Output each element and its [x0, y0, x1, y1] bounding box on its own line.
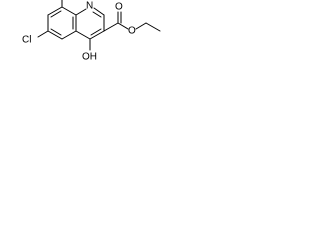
- bond-c8-c7: [47, 6, 63, 16]
- atom-label-carbonyl-oxygen: O: [115, 2, 123, 13]
- bond-c3-carbonyl: [103, 22, 119, 32]
- atom-label-hydroxyl: OH: [82, 52, 97, 63]
- bond-c6-c5: [47, 30, 63, 40]
- bond-c4-c4a: [75, 30, 91, 40]
- bond-c3-c4-inner: [90, 28, 102, 36]
- bond-c5-c4a: [61, 30, 77, 40]
- bond-ester-o-ch2: [135, 22, 147, 30]
- bond-carbonyl-ester-o: [117, 22, 129, 30]
- chemical-structure-diagram: N Cl O O OH: [22, 0, 161, 63]
- bond-c6-c5-inner: [50, 28, 62, 36]
- bond-n1-c2-inner: [92, 11, 102, 18]
- bond-c7-cl: [37, 30, 49, 38]
- bond-c8-c7-inner: [50, 10, 62, 18]
- bond-n1-c2: [93, 7, 105, 16]
- atom-label-chlorine: Cl: [22, 35, 31, 46]
- atom-label-nitrogen: N: [86, 1, 93, 12]
- bond-ch2-ch3: [145, 22, 161, 32]
- bond-c8a-c8: [61, 6, 77, 16]
- bond-c3-c4: [89, 30, 105, 40]
- bond-c8a-n1: [75, 8, 87, 16]
- atom-label-ester-oxygen: O: [128, 26, 136, 37]
